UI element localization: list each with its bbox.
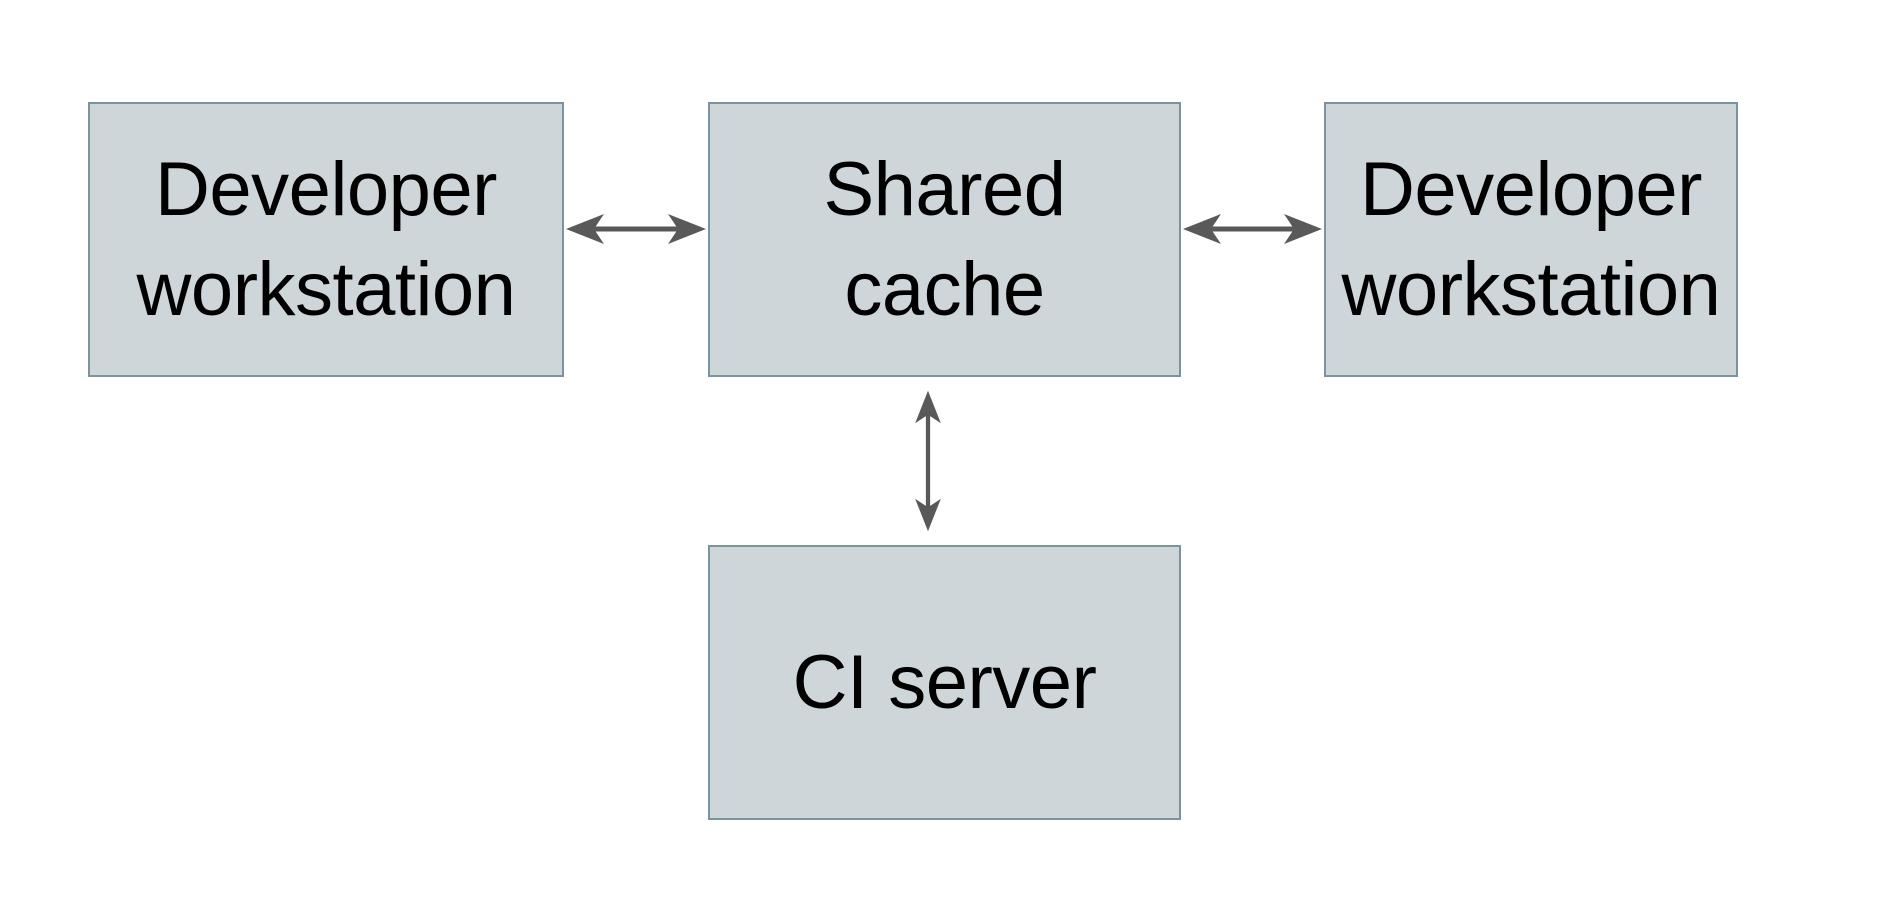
node-label: Developer workstation — [1341, 146, 1721, 332]
edge-double-arrow-workstation-left-to-cache[interactable] — [564, 208, 708, 244]
edge-double-arrow-ci-server-to-cache[interactable] — [910, 377, 946, 545]
node-label: CI server — [792, 639, 1097, 725]
node-developer-workstation-left[interactable]: Developer workstation — [88, 102, 564, 377]
double-arrow-icon — [566, 214, 706, 244]
node-ci-server[interactable]: CI server — [708, 545, 1181, 820]
edge-double-arrow-cache-to-workstation-right[interactable] — [1181, 208, 1324, 244]
double-arrow-icon — [1183, 214, 1322, 244]
node-label: Developer workstation — [136, 146, 516, 332]
double-arrow-icon — [915, 390, 941, 532]
node-label: Shared cache — [823, 146, 1066, 332]
node-developer-workstation-right[interactable]: Developer workstation — [1324, 102, 1738, 377]
node-shared-cache[interactable]: Shared cache — [708, 102, 1181, 377]
